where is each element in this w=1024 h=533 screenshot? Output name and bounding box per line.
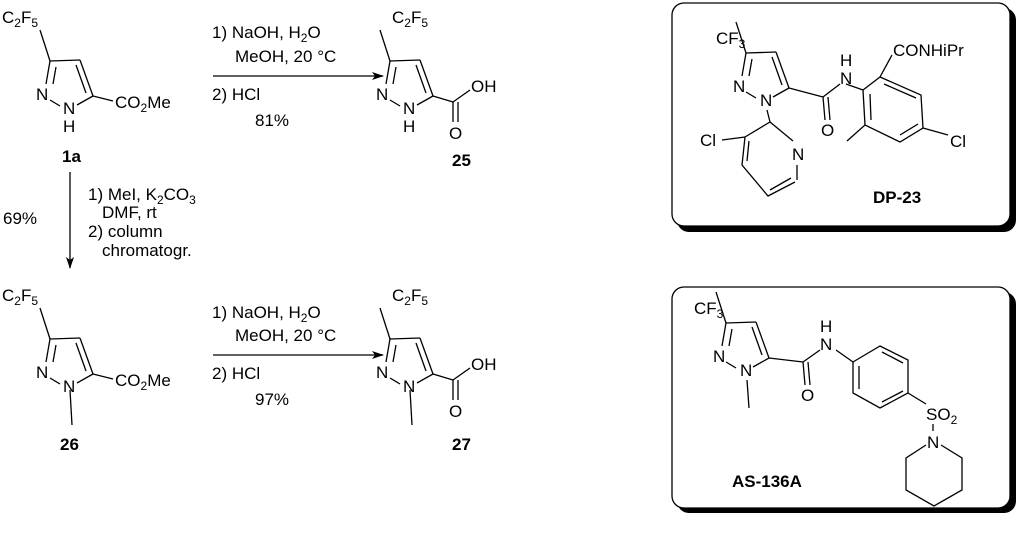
condition-1: 1) NaOH, H2O: [212, 23, 321, 45]
reaction-arrow-2: 1) MeI, K2CO3 DMF, rt 2) column chromato…: [3, 172, 196, 269]
condition-3: 2) column: [88, 222, 163, 241]
yield: 69%: [3, 209, 37, 228]
n-label: N: [403, 377, 415, 396]
compound-26: C2F5 N N CO2Me 26: [2, 286, 171, 454]
n-label: N: [36, 85, 48, 104]
n-label: N: [376, 85, 388, 104]
c2f5-label: C2F5: [392, 286, 428, 308]
condition-2: MeOH, 20 °C: [235, 47, 336, 66]
n-label: N: [36, 363, 48, 382]
n-label: N: [792, 145, 804, 164]
n-label: N: [927, 433, 939, 452]
compound-label-25: 25: [452, 151, 471, 170]
compound-label-27: 27: [452, 435, 471, 454]
condition-1: 1) NaOH, H2O: [212, 303, 321, 325]
h-label: H: [403, 117, 415, 136]
condition-1: 1) MeI, K2CO3: [88, 185, 196, 207]
n-label: N: [63, 99, 75, 118]
oh-label: OH: [471, 355, 497, 374]
oh-label: OH: [471, 77, 497, 96]
so2-label: SO2: [926, 405, 958, 427]
reaction-arrow-1: 1) NaOH, H2O MeOH, 20 °C 2) HCl 81%: [212, 23, 384, 130]
as-136a-box: CF3 N N O N H SO2 N AS-136A: [671, 286, 1016, 513]
condition-4: chromatogr.: [102, 241, 192, 260]
c2f5-label: C2F5: [2, 8, 38, 30]
h-label: H: [63, 117, 75, 136]
conhipr-label: CONHiPr: [893, 41, 964, 60]
n-label: N: [733, 77, 745, 96]
n-label: N: [403, 99, 415, 118]
yield: 97%: [255, 390, 289, 409]
c2f5-label: C2F5: [392, 8, 428, 30]
n-label: N: [63, 377, 75, 396]
h-label: H: [840, 51, 852, 70]
n-label: N: [760, 91, 772, 110]
co2me-label: CO2Me: [115, 371, 171, 393]
o-label: O: [449, 124, 462, 143]
n-label: N: [740, 361, 752, 380]
n-label: N: [840, 69, 852, 88]
compound-label-1a: 1a: [62, 147, 81, 166]
compound-27: C2F5 N N OH O 27: [376, 286, 497, 454]
c2f5-label: C2F5: [2, 286, 38, 308]
yield: 81%: [255, 111, 289, 130]
condition-2: MeOH, 20 °C: [235, 326, 336, 345]
reaction-arrow-3: 1) NaOH, H2O MeOH, 20 °C 2) HCl 97%: [212, 303, 384, 409]
cf3-label: CF3: [716, 29, 746, 51]
compound-label-as-136a: AS-136A: [732, 472, 802, 491]
h-label: H: [820, 317, 832, 336]
cl-label: Cl: [700, 131, 716, 150]
o-label: O: [449, 402, 462, 421]
n-label: N: [376, 363, 388, 382]
cf3-label: CF3: [694, 299, 724, 321]
dp-23-box: CF3 N N Cl N O N H CONHiPr Cl DP-23: [671, 2, 1016, 232]
compound-25: C2F5 N N H OH O 25: [376, 8, 497, 170]
co2me-label: CO2Me: [115, 93, 171, 115]
compound-1a: C2F5 N N H CO2Me 1a: [2, 8, 171, 166]
o-label: O: [801, 386, 814, 405]
compound-label-dp-23: DP-23: [873, 188, 921, 207]
condition-3: 2) HCl: [212, 364, 260, 383]
n-label: N: [713, 347, 725, 366]
compound-label-26: 26: [60, 435, 79, 454]
n-label: N: [820, 335, 832, 354]
o-label: O: [821, 121, 834, 140]
condition-2: DMF, rt: [102, 203, 157, 222]
cl-label: Cl: [950, 132, 966, 151]
condition-3: 2) HCl: [212, 85, 260, 104]
